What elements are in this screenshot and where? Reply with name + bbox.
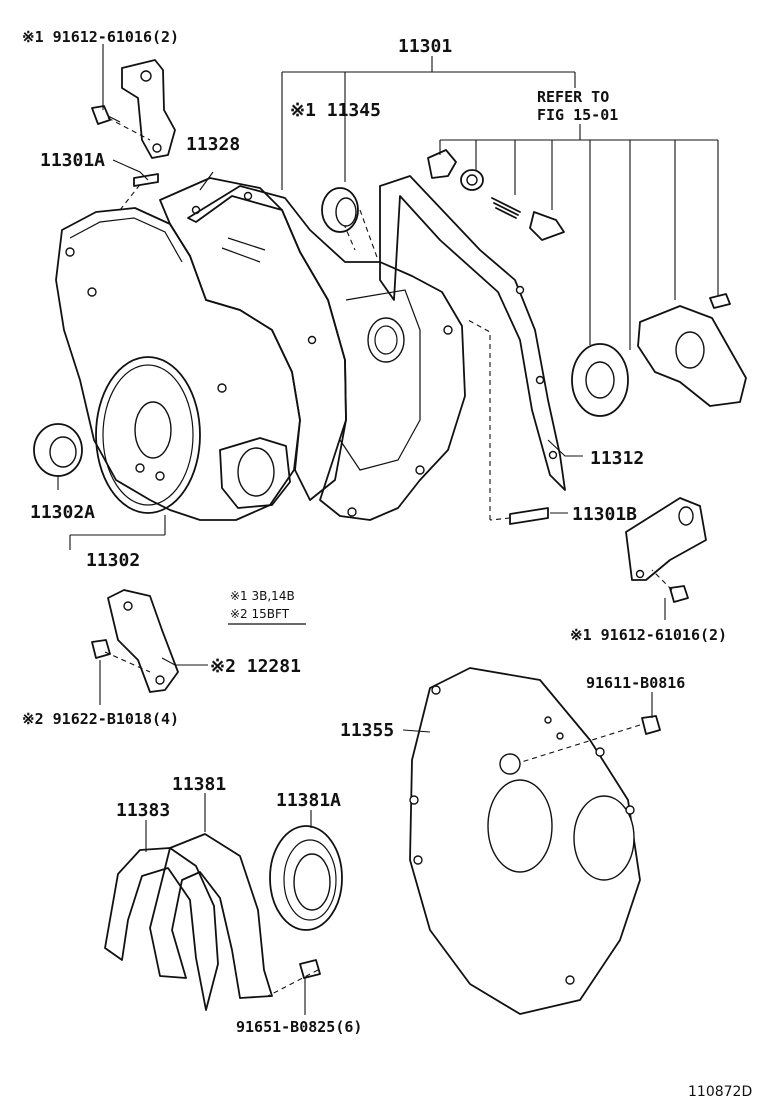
stud-11301a [133, 173, 159, 187]
legend-note-1: ※1 3B,14B [230, 589, 295, 603]
right-bracket [625, 497, 707, 581]
bolt-91612-top [91, 105, 121, 125]
label-91612-top[interactable]: ※1 91612-61016(2) [22, 28, 179, 46]
label-11301b[interactable]: 11301B [572, 504, 637, 525]
label-91612-right[interactable]: ※1 91612-61016(2) [570, 626, 727, 644]
figure-code: 110872D [688, 1084, 752, 1100]
label-refer-to: REFER TO [537, 88, 609, 106]
label-11312[interactable]: 11312 [590, 448, 644, 469]
bolt-91612-right [669, 585, 689, 603]
part-labels: 11301 REFER TO FIG 15-01 ※1 91612-61016(… [22, 28, 752, 1100]
label-11381[interactable]: 11381 [172, 774, 226, 795]
label-12281[interactable]: ※2 12281 [210, 656, 301, 677]
label-11355[interactable]: 11355 [340, 720, 394, 741]
label-91622[interactable]: ※2 91622-B1018(4) [22, 710, 179, 728]
bracket-12281 [107, 589, 179, 693]
end-plate-11355 [409, 667, 641, 1015]
label-11301[interactable]: 11301 [398, 36, 452, 57]
timing-cover-11302 [55, 207, 301, 521]
label-11302a[interactable]: 11302A [30, 502, 95, 523]
label-fig-15-01[interactable]: FIG 15-01 [537, 106, 618, 124]
bolt-91611 [641, 715, 661, 735]
label-91611[interactable]: 91611-B0816 [586, 674, 685, 692]
label-11301a[interactable]: 11301A [40, 150, 105, 171]
top-bracket [121, 59, 176, 159]
gasket-11383 [104, 847, 219, 1011]
timing-gear-case-11301 [187, 185, 466, 521]
legend-note-2: ※2 15BFT [230, 607, 290, 621]
retainer-11381 [149, 833, 273, 999]
refer-fig-parts [427, 149, 747, 417]
oil-seal-11381a [269, 825, 343, 931]
stud-11301b [509, 507, 549, 525]
label-11381a[interactable]: 11381A [276, 790, 341, 811]
bolt-91622 [91, 639, 111, 659]
oil-seal-11345 [321, 187, 359, 233]
label-11345[interactable]: ※1 11345 [290, 100, 381, 121]
oil-seal-11302a [33, 423, 83, 477]
label-91651[interactable]: 91651-B0825(6) [236, 1018, 362, 1036]
gasket-11312 [379, 175, 566, 491]
bolt-91651 [299, 959, 321, 979]
label-11328[interactable]: 11328 [186, 134, 240, 155]
label-11302[interactable]: 11302 [86, 550, 140, 571]
label-11383[interactable]: 11383 [116, 800, 170, 821]
